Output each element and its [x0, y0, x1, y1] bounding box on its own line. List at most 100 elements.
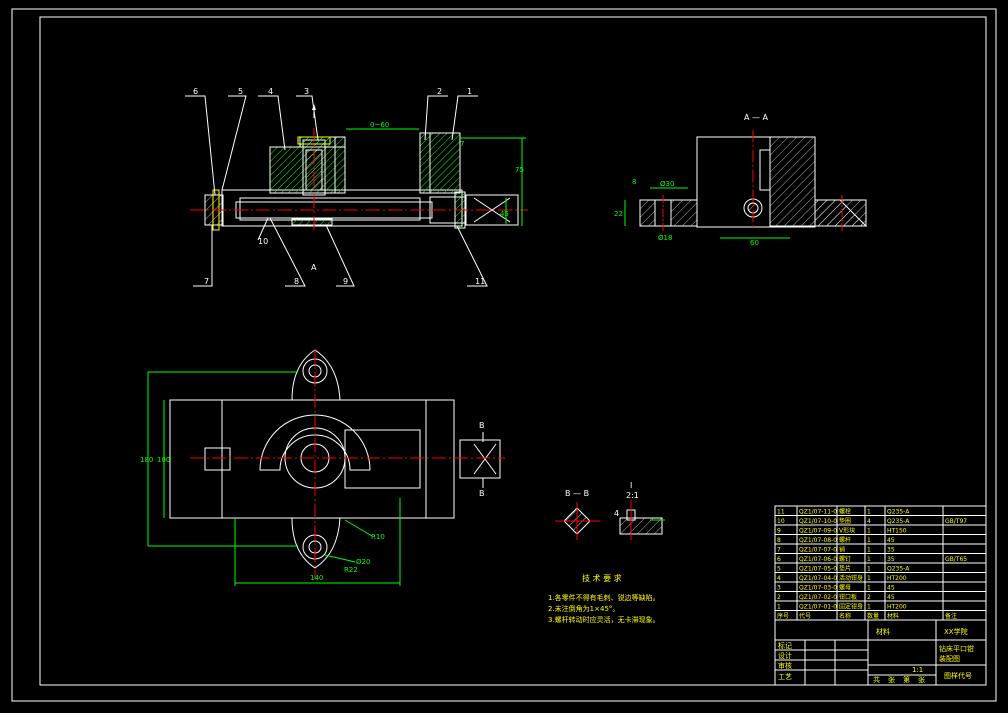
tb-row-3: 审核 [778, 661, 792, 670]
bom-cell: 4 [777, 575, 781, 582]
dim-22: 22 [614, 210, 623, 218]
dim-r10: R10 [371, 533, 385, 541]
bom-cell: 8 [777, 537, 781, 544]
section-a-a-title: A — A [744, 113, 769, 122]
tb-row-1: 标记 [778, 641, 792, 650]
bom-cell: 螺杆 [839, 536, 851, 544]
section-a-a: A — A Ø30 22 8 60 Ø18 [614, 113, 868, 247]
bom-cell: GB/T65 [945, 556, 967, 563]
tb-title-1: 钻床平口钳 [939, 644, 974, 653]
bom-header-cell: 名称 [839, 612, 851, 620]
inner-frame [39, 16, 987, 686]
bom-cell: 3 [777, 585, 781, 592]
bom-cell: 1 [867, 537, 871, 544]
title-block: 材料 XX学院 钻床平口钳 装配图 1:1 图样代号 标记 设计 审核 工艺 共… [774, 619, 987, 686]
bom-cell: V形块 [839, 527, 855, 535]
bom-cell: HT200 [887, 575, 907, 582]
bom-cell: 1 [867, 604, 871, 611]
bom-cell: 9 [777, 528, 781, 535]
bom-cell: 1 [867, 547, 871, 554]
bom-cell: 1 [867, 509, 871, 516]
dim-hole18: Ø18 [658, 234, 672, 242]
bom-cell: HT150 [887, 528, 907, 535]
front-view: A 0~60 75 45 7 6 5 4 3 2 1 7 8 [185, 87, 528, 287]
balloon-6: 6 [193, 87, 198, 96]
bom-header-cell: 备注 [945, 612, 957, 620]
bom-cell: QZ1/07-01-0 [799, 604, 837, 611]
bom-cell: 6 [777, 556, 781, 563]
tb-row-2: 设计 [778, 651, 792, 660]
bom-cell: 4 [867, 518, 871, 525]
tb-bottom-4: 张 [918, 675, 925, 684]
bom-cell: 钳口板 [839, 593, 857, 601]
tech-req-item-3: 3.螺杆转动时应灵活，无卡滞现象。 [548, 615, 660, 624]
bom-cell: 35 [887, 556, 895, 563]
dim-dia30: Ø30 [660, 180, 674, 188]
bom-cell: HT200 [887, 604, 907, 611]
bom-cell: 45 [887, 585, 895, 592]
section-mark-a-bottom: A [311, 263, 317, 272]
bom-cell: 垫圈 [839, 517, 851, 525]
bom-cell: QZ1/07-09-0 [799, 528, 837, 535]
bom-cell: QZ1/07-05-0 [799, 566, 837, 573]
dim-180: 180 [140, 456, 153, 464]
bom-cell: 螺母 [839, 584, 851, 592]
tb-title-2: 装配图 [939, 654, 960, 663]
bom-cell: 1 [867, 528, 871, 535]
balloon-5: 5 [238, 87, 243, 96]
bom-cell: 固定钳身 [839, 603, 863, 611]
balloon-7: 7 [204, 277, 209, 286]
balloon-4: 4 [268, 87, 273, 96]
tech-req-title: 技 术 要 求 [582, 573, 622, 583]
bom-cell: 2 [777, 594, 781, 601]
tb-material: 材料 [876, 627, 890, 636]
tb-scale: 1:1 [912, 666, 923, 674]
tb-row-4: 工艺 [778, 673, 792, 681]
bom-cell: 1 [867, 585, 871, 592]
tb-bottom-1: 共 [873, 675, 880, 684]
bom-cell: 1 [867, 575, 871, 582]
bom-cell: QZ1/07-03-0 [799, 585, 837, 592]
dim-height: 75 [515, 166, 524, 174]
bom-header-cell: 代号 [799, 612, 811, 620]
tb-bottom-2: 张 [888, 675, 895, 684]
tb-school: XX学院 [944, 627, 968, 636]
plan-view: 180 100 140 R10 Ø20 R22 B B [140, 349, 505, 586]
dim-r22: R22 [344, 566, 358, 574]
bom-cell: 1 [867, 556, 871, 563]
balloon-1: 1 [467, 87, 472, 96]
balloon-8: 8 [294, 277, 299, 286]
bom-cell: 2 [867, 594, 871, 601]
bom-header-cell: 序号 [777, 612, 789, 620]
tech-req-item-1: 1.各零件不得有毛刺、锐边等缺陷。 [548, 593, 660, 602]
bom-cell: 7 [777, 547, 781, 554]
bom-cell: QZ1/07-04-0 [799, 575, 837, 582]
bom-cell: 5 [777, 566, 781, 573]
balloon-3: 3 [304, 87, 309, 96]
bom-cell: 螺钉 [839, 555, 851, 563]
dim-d20: Ø20 [356, 558, 370, 566]
outer-frame [11, 8, 997, 702]
balloon-9: 9 [343, 277, 348, 286]
dim-140: 140 [310, 574, 323, 582]
tb-bottom-3: 第 [903, 675, 910, 684]
detail-b-title: B — B [565, 489, 589, 498]
bom-cell: 活动钳身 [839, 574, 863, 582]
bom-cell: GB/T97 [945, 518, 967, 525]
detail-i-scale: 2:1 [626, 491, 639, 500]
balloon-11: 11 [475, 277, 485, 286]
dim-bottom: 45 [500, 210, 509, 218]
bom-cell: 螺栓 [839, 508, 851, 516]
bom-cell: QZ1/07-08-0 [799, 537, 837, 544]
bom-cell: 销 [839, 546, 845, 554]
technical-requirements: 技 术 要 求 1.各零件不得有毛刺、锐边等缺陷。 2.未注倒角为1×45°。 … [548, 573, 660, 624]
bom-header-cell: 数量 [867, 612, 879, 620]
bom-cell: QZ1/07-07-0 [799, 547, 837, 554]
bom-cell: QZ1/07-11-0 [799, 509, 837, 516]
dim-slot: 0~60 [370, 121, 389, 129]
dim-gap: 7 [460, 140, 464, 148]
bom-cell: 1 [867, 566, 871, 573]
